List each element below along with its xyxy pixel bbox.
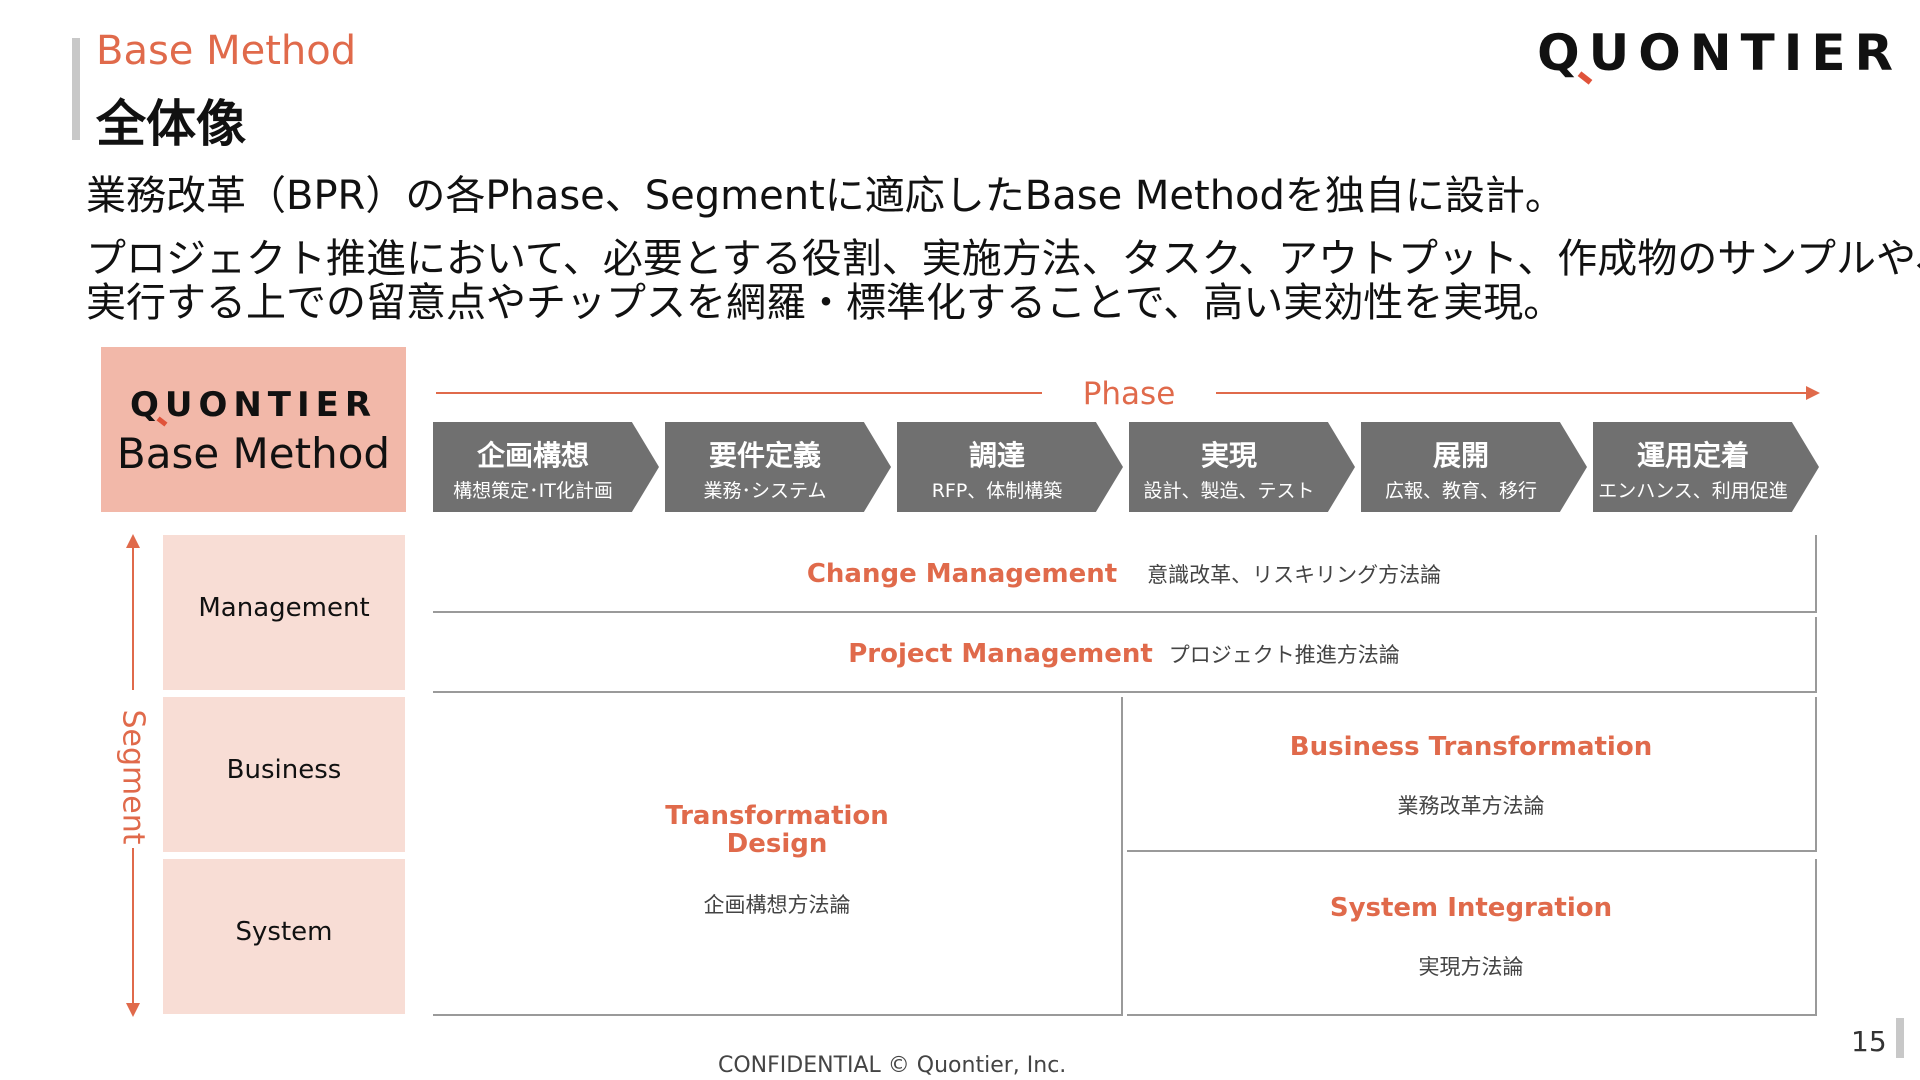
segment-management: Management — [163, 535, 405, 690]
method-description: プロジェクト推進方法論 — [1168, 643, 1400, 667]
phase-axis-line — [1216, 392, 1812, 394]
segment-axis-line — [132, 540, 134, 690]
phase-axis-line — [436, 392, 1042, 394]
phase-step: 要件定義 業務･システム — [665, 422, 891, 512]
segment-system: System — [163, 859, 405, 1014]
confidential-footer: CONFIDENTIAL © Quontier, Inc. — [718, 1053, 1067, 1078]
lead-text-line-2: プロジェクト推進において、必要とする役割、実施方法、タスク、アウトプット、作成物… — [86, 236, 1920, 282]
method-title: Transformation — [665, 801, 889, 831]
segment-business: Business — [163, 697, 405, 852]
base-method-corner: QUONTIER Base Method — [101, 347, 406, 512]
method-description: 企画構想方法論 — [703, 893, 851, 917]
change-management-cell: Change Management 意識改革、リスキリング方法論 — [433, 535, 1817, 613]
phase-name: 企画構想 — [476, 439, 589, 472]
corner-title: Base Method — [116, 429, 391, 478]
method-title: Project Management — [848, 639, 1153, 669]
lead-text-line-3: 実行する上での留意点やチップスを網羅・標準化することで、高い実効性を実現。 — [86, 280, 1564, 326]
phase-name: 展開 — [1432, 439, 1489, 472]
phase-name: 要件定義 — [708, 439, 821, 472]
phase-step: 展開 広報、教育、移行 — [1361, 422, 1587, 512]
phase-name: 調達 — [968, 439, 1025, 472]
segment-label: Segment — [115, 709, 151, 845]
header-accent-bar — [72, 38, 80, 140]
lead-text-line-1: 業務改革（BPR）の各Phase、Segmentに適応したBase Method… — [86, 173, 1565, 219]
page-number: 15 — [1851, 1025, 1887, 1058]
phase-subtitle: 設計、製造、テスト — [1143, 480, 1315, 502]
method-title: Change Management — [806, 559, 1118, 589]
corner-logo: QUONTIER — [129, 385, 378, 425]
phase-step: 実現 設計、製造、テスト — [1129, 422, 1355, 512]
transformation-design-cell: Transformation Design 企画構想方法論 — [433, 697, 1123, 1016]
segment-axis-line — [132, 848, 134, 1004]
arrow-down-icon — [126, 1003, 140, 1017]
phase-name: 運用定着 — [1636, 439, 1749, 472]
page-title: 全体像 — [96, 95, 246, 153]
business-transformation-cell: Business Transformation 業務改革方法論 — [1127, 697, 1817, 852]
phase-subtitle: 広報、教育、移行 — [1384, 480, 1537, 502]
method-title: System Integration — [1329, 893, 1613, 923]
method-description: 業務改革方法論 — [1397, 794, 1545, 818]
arrow-right-icon — [1806, 386, 1820, 400]
page-number-bar — [1896, 1018, 1904, 1058]
phase-step: 調達 RFP、体制構築 — [897, 422, 1123, 512]
phase-subtitle: 構想策定･IT化計画 — [453, 480, 613, 502]
method-description: 意識改革、リスキリング方法論 — [1147, 563, 1442, 587]
phase-label: Phase — [1082, 376, 1176, 412]
phase-name: 実現 — [1200, 439, 1257, 472]
section-category: Base Method — [96, 28, 357, 74]
quontier-logo: QUONTIER — [1537, 24, 1902, 82]
phase-subtitle: RFP、体制構築 — [931, 480, 1063, 502]
phase-subtitle: エンハンス、利用促進 — [1598, 480, 1788, 502]
phase-step: 運用定着 エンハンス、利用促進 — [1593, 422, 1819, 512]
system-integration-cell: System Integration 実現方法論 — [1127, 859, 1817, 1016]
method-title: Business Transformation — [1289, 732, 1653, 762]
segment-name: System — [235, 917, 333, 947]
method-description: 実現方法論 — [1418, 955, 1524, 979]
arrow-up-icon — [126, 534, 140, 548]
method-title: Design — [726, 829, 828, 859]
project-management-cell: Project Management プロジェクト推進方法論 — [433, 617, 1817, 693]
phase-step: 企画構想 構想策定･IT化計画 — [433, 422, 659, 512]
segment-name: Business — [226, 755, 342, 785]
segment-name: Management — [198, 593, 370, 623]
phase-subtitle: 業務･システム — [703, 480, 827, 502]
